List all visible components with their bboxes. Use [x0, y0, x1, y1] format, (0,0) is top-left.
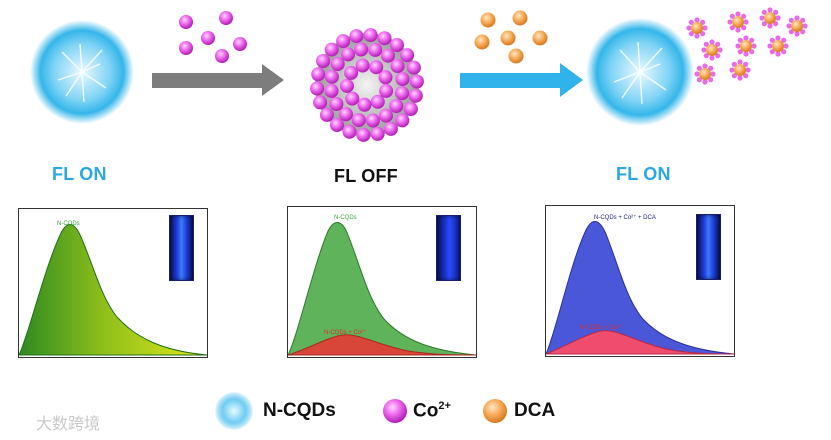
- cuvette-image-middle: [436, 215, 461, 281]
- spectrum-panel-left: N-CQDs: [18, 208, 208, 358]
- dca-molecules-group: [474, 10, 548, 64]
- co-ion: [316, 54, 331, 68]
- co-ion: [378, 70, 393, 85]
- co-ion: [341, 47, 355, 62]
- co-ion: [330, 57, 345, 71]
- watermark-text: 大数跨境: [36, 416, 101, 433]
- co-ion: [310, 81, 325, 96]
- co-ion: [356, 127, 371, 142]
- co-ion: [400, 48, 415, 63]
- co-ion: [324, 83, 339, 98]
- co-ion: [377, 31, 392, 46]
- co-ions-group-1: [179, 11, 247, 63]
- co-ion: [406, 60, 421, 75]
- co-ion: [336, 34, 351, 49]
- co-ion: [383, 121, 398, 136]
- curve-label-ncqds: N-CQDs: [334, 215, 357, 221]
- scheme-illustration: [30, 7, 808, 142]
- co-ion: [345, 91, 360, 106]
- curve-label-ncqds-co: N-CQDs + Co²⁺: [580, 325, 623, 331]
- co-ion: [379, 108, 393, 123]
- curve-label-ncqds: N-CQDs: [57, 221, 80, 227]
- spectrum-panel-right: N-CQDs + Co²⁺ + DCA N-CQDs + Co²⁺: [545, 205, 735, 357]
- co-ion: [403, 102, 418, 116]
- co-ion: [357, 97, 372, 112]
- emission-curve-left: [19, 224, 207, 356]
- legend-dca-icon: [483, 399, 507, 423]
- co-ion: [390, 59, 405, 73]
- co-ion: [395, 86, 410, 101]
- curve-label-ncqds-co: N-CQDs + Co²⁺: [324, 330, 367, 336]
- co-ion: [409, 74, 424, 89]
- co-ion: [408, 88, 423, 103]
- curve-label-ncqds-co-dca: N-CQDs + Co²⁺ + DCA: [594, 215, 656, 221]
- co-ion: [319, 107, 334, 122]
- legend-icons: [215, 392, 507, 430]
- ncqd-particle-right: [586, 18, 694, 126]
- legend-ncqds-icon: [215, 392, 253, 430]
- co-ion: [344, 65, 359, 80]
- cuvette-image-left: [169, 215, 194, 281]
- emission-curve-right: [546, 221, 734, 355]
- co-ion: [342, 124, 357, 139]
- legend-label-ncqds: N-CQDs: [263, 400, 336, 421]
- arrow-blue: [460, 63, 583, 97]
- co-ion: [365, 113, 380, 128]
- co-ion: [349, 29, 364, 44]
- co-ion: [340, 78, 354, 93]
- co-ion: [355, 58, 370, 73]
- co-ion: [395, 113, 410, 128]
- co-ion: [363, 28, 378, 43]
- quenched-particle: [310, 28, 424, 142]
- co-ion: [351, 113, 366, 128]
- state-label-fl-on-right: FL ON: [616, 164, 671, 184]
- arrow-gray: [152, 64, 284, 96]
- co-ion: [354, 42, 369, 57]
- co-ion: [339, 107, 353, 122]
- co-ion: [368, 42, 383, 57]
- co-ion: [381, 48, 395, 63]
- co-ion: [390, 38, 404, 52]
- co-ion: [395, 72, 410, 87]
- ncqd-particle-left: [30, 20, 134, 124]
- co-dca-complexes: [686, 7, 808, 85]
- co-ion: [329, 97, 344, 111]
- co-ion: [311, 67, 326, 82]
- co-ion: [330, 118, 344, 132]
- legend-co-icon: [383, 399, 407, 423]
- co-ion: [324, 42, 339, 57]
- legend-label-co: Co2+: [413, 400, 451, 422]
- legend-label-dca: DCA: [514, 400, 556, 421]
- co-ion: [313, 95, 328, 110]
- cuvette-image-right: [696, 214, 721, 280]
- co-ion: [324, 69, 339, 84]
- co-ion: [389, 99, 404, 113]
- co-ion: [379, 83, 394, 98]
- emission-curve-middle: [288, 222, 476, 356]
- state-label-fl-off: FL OFF: [334, 166, 398, 186]
- co-ion: [370, 126, 385, 141]
- state-label-fl-on-left: FL ON: [52, 164, 107, 184]
- spectrum-panel-middle: N-CQDs N-CQDs + Co²⁺: [287, 206, 477, 358]
